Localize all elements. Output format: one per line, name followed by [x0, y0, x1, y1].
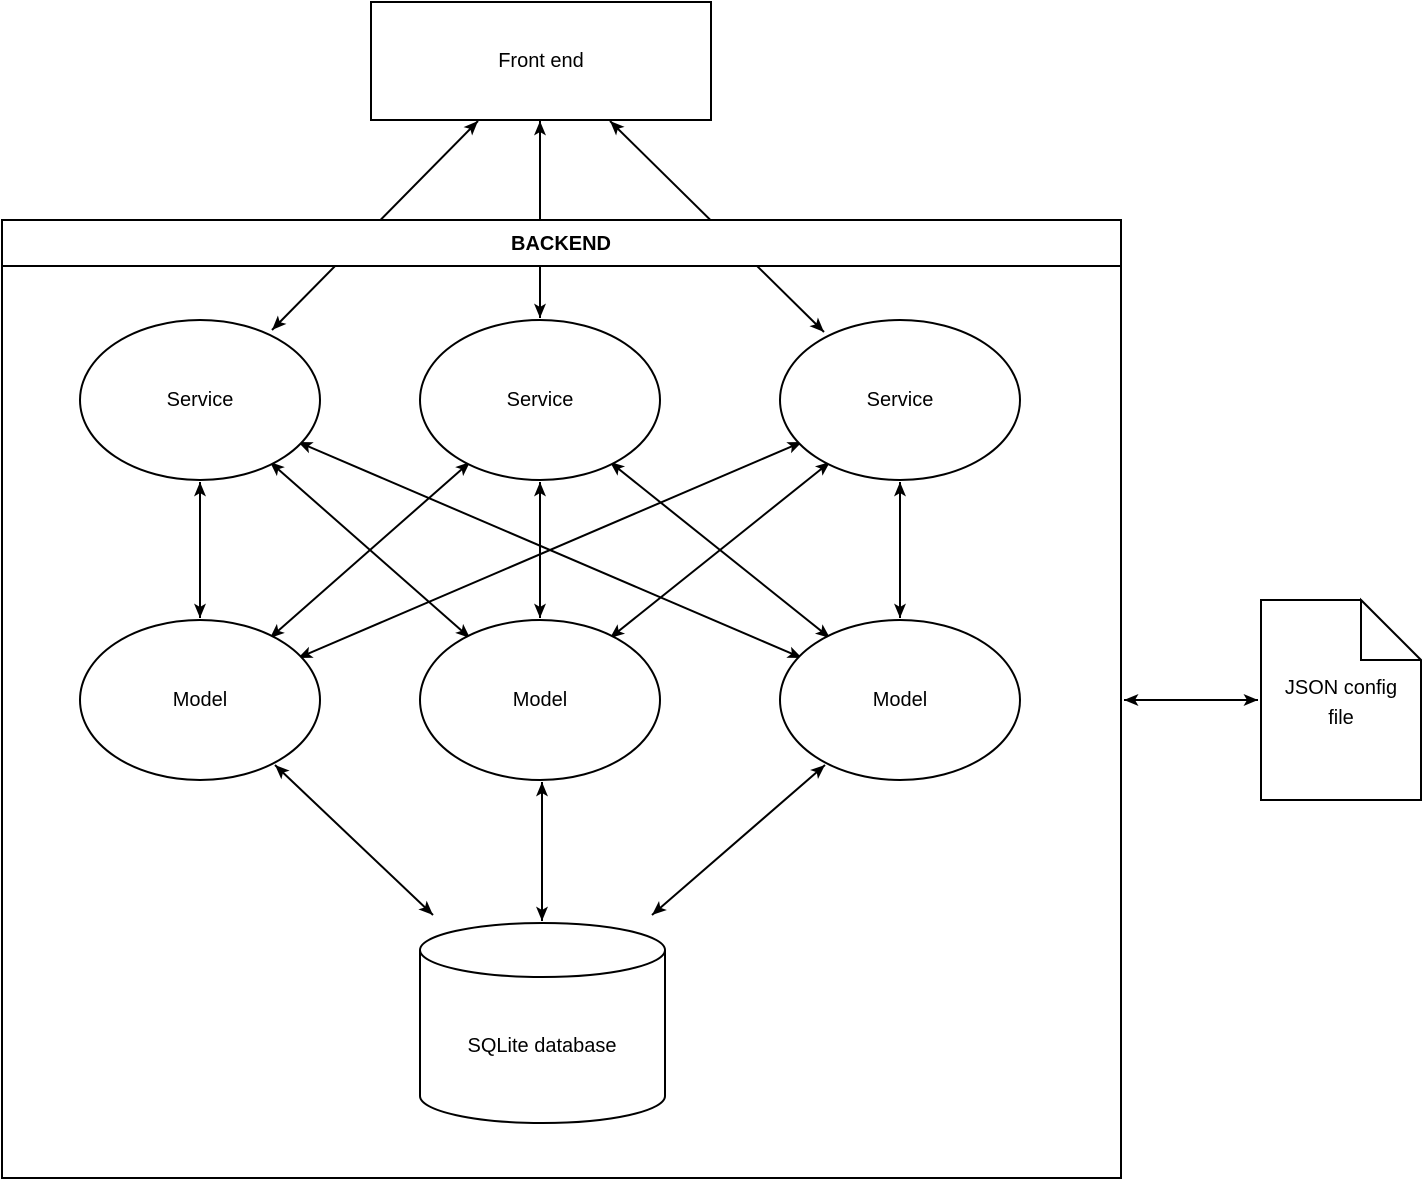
service-nodes: Service Service Service	[79, 319, 1021, 481]
model-label-1: Model	[173, 689, 227, 711]
json-config-file-icon: JSON config file	[1260, 597, 1422, 801]
file-folded-corner	[1360, 597, 1422, 661]
backend-titlebar	[1, 219, 1122, 267]
arrow-model3-database	[651, 764, 826, 916]
service-ellipse-2	[419, 319, 661, 481]
service-label-2: Service	[507, 389, 574, 411]
database-cylinder-top	[419, 922, 666, 978]
service-label-3: Service	[867, 389, 934, 411]
model-nodes: Model Model Model	[79, 619, 1021, 781]
frontend-box	[370, 1, 712, 121]
backend-title: BACKEND	[511, 233, 611, 255]
model-ellipse-3	[779, 619, 1021, 781]
service-ellipse-1	[79, 319, 321, 481]
model-database-arrows	[274, 764, 826, 921]
configfile-label-line1: JSON config	[1285, 677, 1397, 699]
arrow-service3-model2	[609, 461, 831, 639]
frontend-label: Front end	[498, 50, 584, 72]
configfile-label-line2: file	[1328, 707, 1354, 729]
service-label-1: Service	[167, 389, 234, 411]
database-label: SQLite database	[468, 1035, 617, 1057]
database-node: SQLite database	[419, 922, 666, 1124]
arrow-model1-database	[274, 764, 434, 916]
model-label-3: Model	[873, 689, 927, 711]
service-ellipse-3	[779, 319, 1021, 481]
model-label-2: Model	[513, 689, 567, 711]
database-cylinder-body	[419, 950, 666, 1124]
model-ellipse-2	[419, 619, 661, 781]
model-ellipse-1	[79, 619, 321, 781]
file-outline	[1260, 599, 1422, 801]
service-model-arrows	[194, 441, 906, 659]
